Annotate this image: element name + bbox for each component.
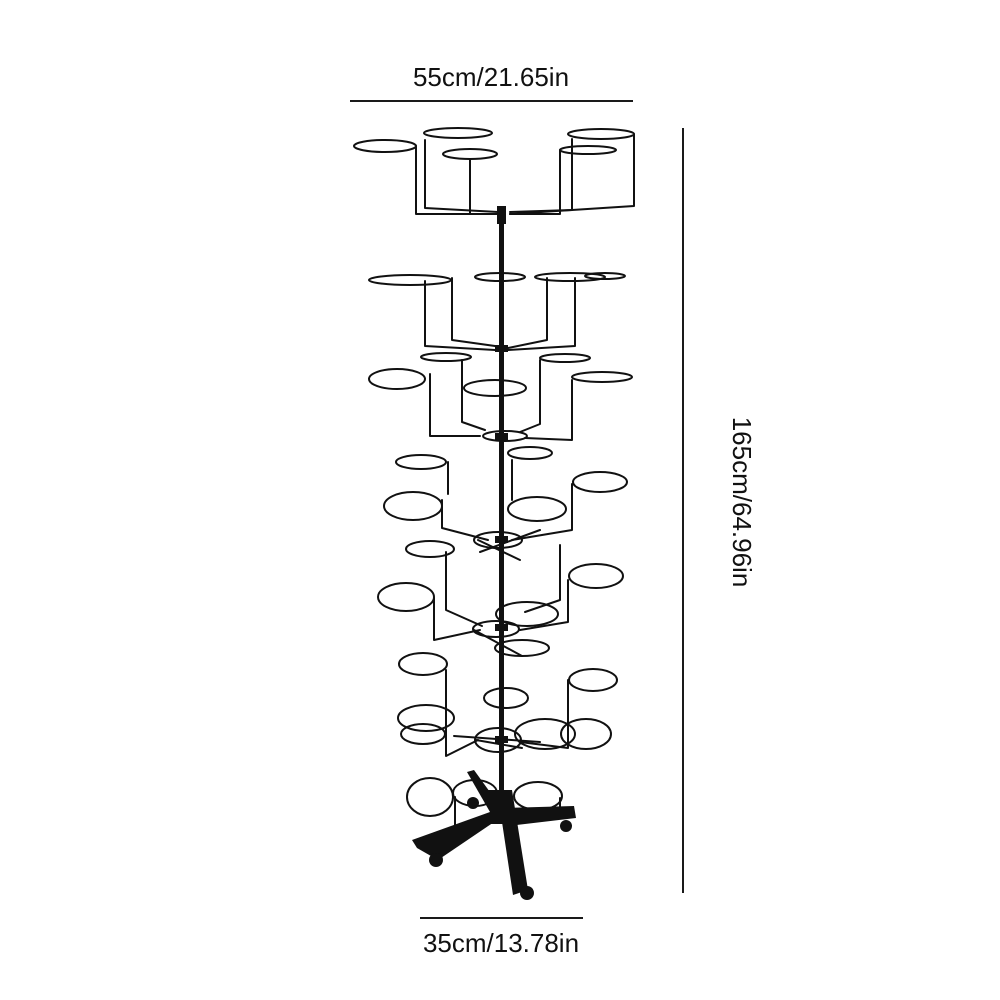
rack-tier-1 — [353, 127, 635, 215]
top-width-dimension-line — [350, 100, 633, 102]
height-dimension-line — [682, 128, 684, 893]
rack-tier-3 — [368, 352, 633, 442]
base-width-label: 35cm/13.78in — [422, 928, 580, 958]
center-pole — [495, 206, 508, 794]
base-with-wheels — [412, 770, 576, 900]
rack-tier-4 — [383, 446, 628, 561]
top-width-label: 55cm/21.65in — [412, 62, 570, 92]
rack-tier-5 — [377, 544, 624, 657]
base-width-dimension-line — [420, 917, 583, 919]
rack-tier-2 — [368, 272, 626, 351]
